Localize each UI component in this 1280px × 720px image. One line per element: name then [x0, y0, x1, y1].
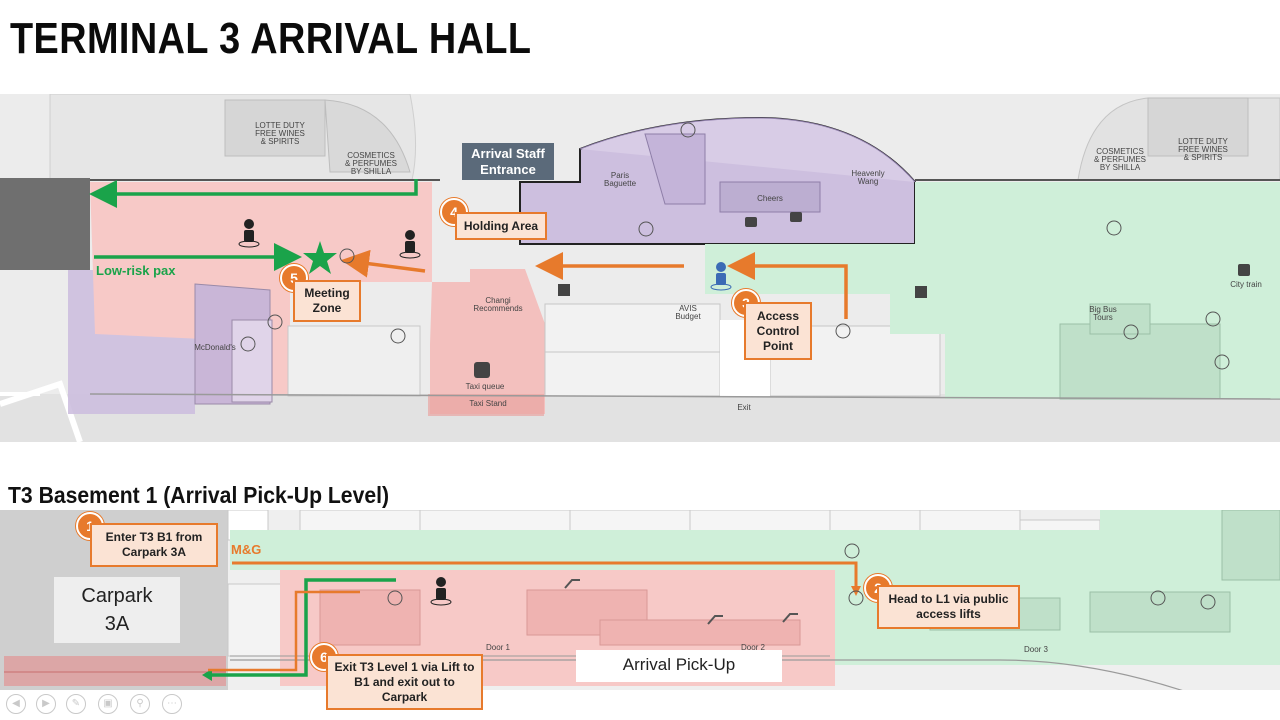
taxi-queue-label: Taxi queue: [465, 382, 505, 391]
low-risk-route: [89, 122, 1250, 378]
door-3-label: Door 3: [1023, 645, 1048, 654]
shop-mcdonalds: McDonald's: [194, 343, 236, 352]
exit-label: Exit: [737, 403, 751, 412]
meeting-zone-callout: Meeting Zone: [293, 280, 361, 322]
shop-shilla-left: COSMETICS & PERFUMES BY SHILLA: [344, 151, 397, 176]
low-risk-pax-label: Low-risk pax: [96, 263, 176, 278]
exit-via-lift-callout: Exit T3 Level 1 via Lift to B1 and exit …: [326, 654, 483, 710]
pen-icon[interactable]: ✎: [66, 694, 86, 714]
meet-and-greet-label: M&G: [231, 542, 262, 557]
enter-b1-callout: Enter T3 B1 from Carpark 3A: [90, 523, 218, 567]
holding-area-callout: Holding Area: [455, 212, 547, 240]
arrival-hall-floorplan: [0, 94, 1280, 442]
shop-changi-recommends: Changi Recommends: [473, 296, 523, 313]
shop-avis: AVIS Budget: [675, 304, 701, 321]
shop-cheers: Cheers: [757, 194, 783, 203]
shop-heavenly-wang: Heavenly Wang: [851, 169, 885, 186]
arrival-pickup-label: Arrival Pick-Up: [576, 650, 782, 682]
shop-shilla-right: COSMETICS & PERFUMES BY SHILLA: [1093, 147, 1146, 172]
prev-icon[interactable]: ◀: [6, 694, 26, 714]
meeting-star-icon: [303, 241, 337, 274]
basement-title: T3 Basement 1 (Arrival Pick-Up Level): [8, 482, 390, 508]
arrival-hall-map: LOTTE DUTY FREE WINES & SPIRITS COSMETIC…: [0, 94, 1280, 442]
shop-big-bus: Big Bus Tours: [1089, 305, 1117, 322]
person-icon: [430, 577, 452, 606]
carpark-3a-label: Carpark 3A: [54, 577, 180, 643]
more-icon[interactable]: ⋯: [162, 694, 182, 714]
taxi-stand-label: Taxi Stand: [469, 399, 507, 408]
next-icon[interactable]: ▶: [36, 694, 56, 714]
zoom-icon[interactable]: ⚲: [130, 694, 150, 714]
city-train-label: City train: [1230, 280, 1262, 289]
person-icon: [399, 230, 421, 259]
head-to-l1-callout: Head to L1 via public access lifts: [877, 585, 1020, 629]
access-control-point-callout: Access Control Point: [744, 302, 812, 360]
person-icon: [238, 219, 260, 248]
door-1-label: Door 1: [485, 643, 510, 652]
door-2-label: Door 2: [740, 643, 765, 652]
page-title: TERMINAL 3 ARRIVAL HALL: [10, 14, 532, 63]
security-officer-icon: [710, 262, 732, 291]
shop-paris-baguette: Paris Baguette: [603, 171, 637, 188]
arrival-staff-entrance-sign: Arrival Staff Entrance: [462, 143, 554, 180]
shop-lotte-left: LOTTE DUTY FREE WINES & SPIRITS: [255, 121, 305, 146]
pages-icon[interactable]: ▣: [98, 694, 118, 714]
shop-lotte-right: LOTTE DUTY FREE WINES & SPIRITS: [1178, 137, 1228, 162]
